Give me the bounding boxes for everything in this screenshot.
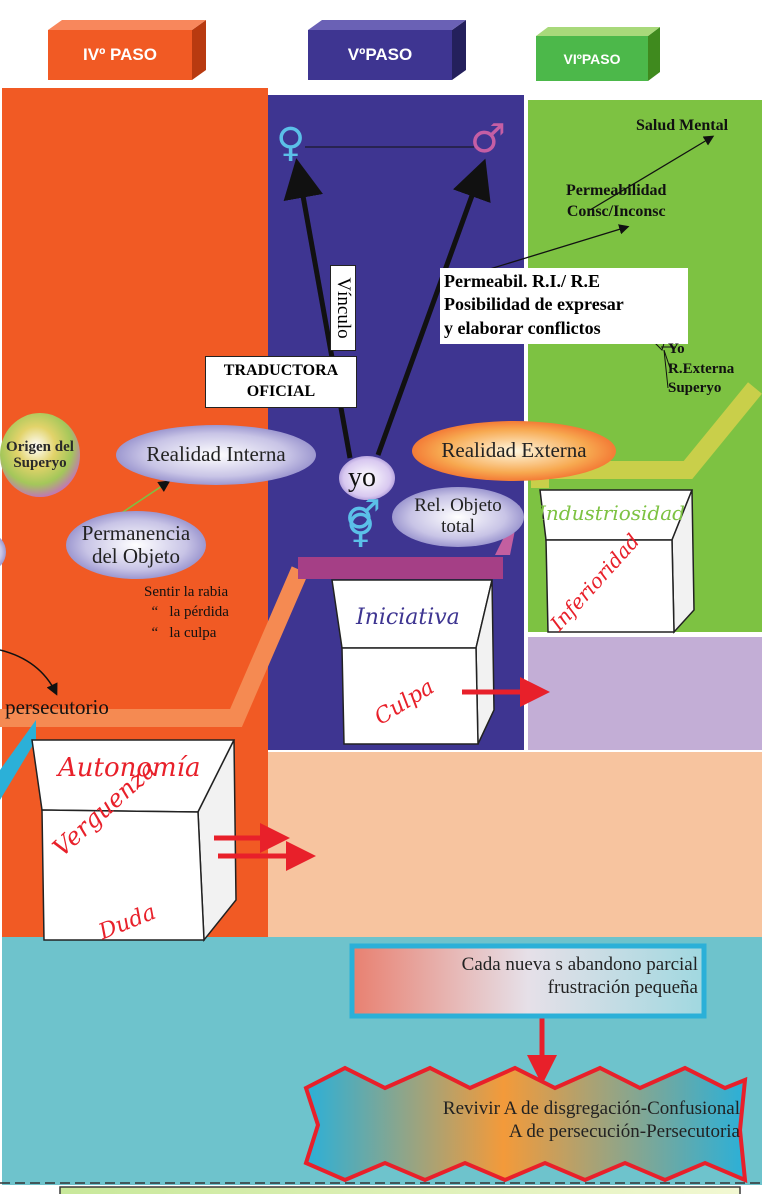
salud-mental-text: Salud Mental	[636, 117, 729, 134]
yo-label: yo	[348, 462, 376, 493]
sentir-text: Sentir la rabia “ la pérdida “ la culpa	[144, 584, 229, 641]
rel-objeto-total-label: Rel. Objeto total	[414, 495, 502, 537]
traductora-oficial-label: TRADUCTORA OFICIAL	[205, 356, 357, 408]
permeabil-ri-re-label: Permeabil. R.I./ R.E Posibilidad de expr…	[440, 268, 688, 344]
lavender-panel	[528, 637, 762, 750]
revivir-text: Revivir A de disgregación-Confusional A …	[442, 1098, 740, 1142]
origen-superyo-label: Origen del Superyo	[6, 438, 74, 472]
yo-male-icon: ♂	[345, 492, 381, 538]
yo-female-icon: ♀	[346, 506, 376, 552]
persecutorio-text: l persecutorio	[0, 695, 109, 719]
yo-externa-superyo-text: Yo R.Externa Superyo	[668, 341, 735, 396]
cada-nueva-text: Cada nueva s abandono parcial frustració…	[461, 954, 698, 998]
autonomia-label: Autonomía	[58, 753, 201, 783]
realidad-interna-label: Realidad Interna	[146, 442, 286, 467]
female-icon: ♀	[276, 120, 306, 166]
step5-header: VºPASO	[308, 30, 452, 80]
vinculo-label: Vínculo	[330, 265, 356, 351]
industriosidad-label: Industriosidad	[538, 501, 685, 525]
realidad-externa-label: Realidad Externa	[441, 438, 587, 463]
permanencia-objeto-label: Permanencia del Objeto	[81, 520, 191, 568]
peach-panel	[268, 752, 762, 937]
iniciativa-label: Iniciativa	[356, 605, 460, 630]
step4-header: IVº PASO	[48, 30, 192, 80]
male-icon: ♂	[470, 116, 506, 162]
permeabilidad-consc-text: Permeabilidad Consc/Inconsc	[566, 182, 667, 220]
step6-header: VIºPASO	[536, 36, 648, 81]
